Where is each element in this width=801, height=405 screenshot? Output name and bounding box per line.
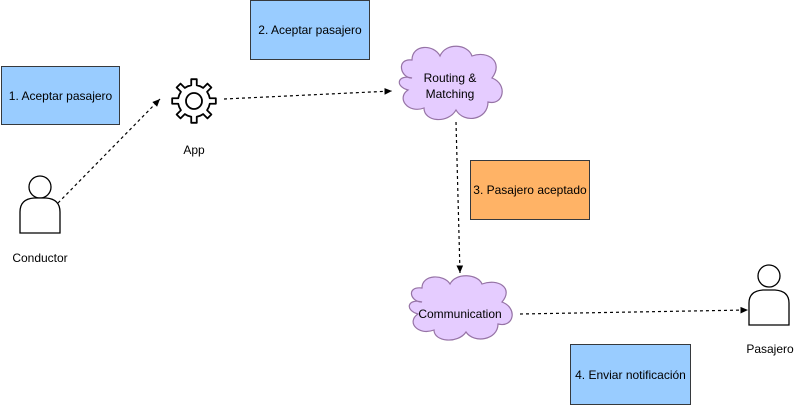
app-label: App [183, 143, 205, 157]
step4-box: 4. Enviar notificación [570, 344, 691, 405]
conductor-label: Conductor [12, 251, 68, 265]
app-gear-icon [171, 78, 217, 124]
step3-box: 3. Pasajero aceptado [470, 160, 590, 220]
routing-matching-cloud-icon [398, 45, 503, 121]
routing-matching-label: Routing & Matching [400, 70, 500, 102]
step3-label: 3. Pasajero aceptado [473, 183, 587, 197]
step2-box: 2. Aceptar pasajero [250, 0, 370, 60]
connector-conductor-to-app [57, 98, 161, 204]
step4-label: 4. Enviar notificación [575, 367, 686, 382]
connector-app-to-routing [223, 88, 393, 100]
pasajero-label: Pasajero [746, 342, 794, 356]
step2-label: 2. Aceptar pasajero [258, 23, 362, 37]
step1-box: 1. Aceptar pasajero [1, 66, 120, 125]
connector-routing-to-communication [455, 121, 464, 274]
connector-communication-to-pasajero [519, 306, 749, 315]
routing-label-line1: Routing & [423, 71, 477, 85]
step1-label: 1. Aceptar pasajero [8, 88, 113, 103]
communication-label: Communication [418, 307, 502, 321]
pasajero-user-icon [748, 264, 790, 326]
communication-cloud-icon [408, 275, 513, 341]
routing-label-line2: Matching [425, 87, 475, 101]
conductor-user-icon [19, 175, 61, 234]
